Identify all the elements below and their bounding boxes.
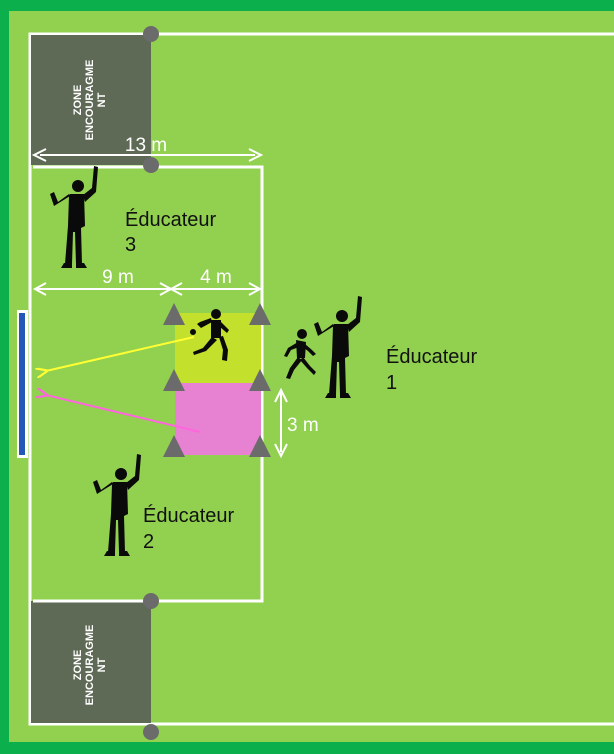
post-dot-icon <box>143 157 159 173</box>
bottom-encouragement-zone <box>31 601 151 723</box>
left-dimension-label: 9 m <box>102 267 134 288</box>
top-encouragement-zone <box>31 35 151 165</box>
post-dot-icon <box>143 26 159 42</box>
right-dimension-arrow-left <box>168 282 183 296</box>
educator-2-number: 2 <box>143 531 154 553</box>
educator-1-number: 1 <box>386 372 397 394</box>
pink-shot-arrow <box>46 395 201 433</box>
post-dot-icon <box>143 724 159 740</box>
yellow-shot-arrow <box>46 336 195 371</box>
educator-3-number: 3 <box>125 234 136 256</box>
top-zone-label: ZONE ENCOURAGME NT <box>72 60 108 141</box>
depth-dimension-arrow-top <box>274 387 288 403</box>
pink-square <box>175 383 261 455</box>
educator-1-name: Éducateur <box>386 345 478 368</box>
post-dot-icon <box>143 593 159 609</box>
goal-net <box>19 313 25 455</box>
top-zone-label-line3: NT <box>96 92 108 107</box>
depth-dimension-label: 3 m <box>287 415 319 436</box>
width-dimension-arrow-left <box>31 148 47 162</box>
top-zone-label-line1: ZONE <box>72 85 84 116</box>
bottom-zone-label: ZONE ENCOURAGME NT <box>72 625 108 706</box>
right-dimension-arrow-right <box>248 282 263 296</box>
bottom-zone-label-line2: ENCOURAGME <box>84 625 96 706</box>
ball-icon <box>190 329 196 335</box>
bottom-zone-label-line3: NT <box>96 657 108 672</box>
educator-2-name: Éducateur <box>143 504 235 527</box>
depth-dimension-arrow-bottom <box>274 443 288 459</box>
top-zone-label-line2: ENCOURAGME <box>84 60 96 141</box>
width-dimension-label: 13 m <box>125 135 167 156</box>
bottom-zone-label-line1: ZONE <box>72 650 84 681</box>
right-dimension-label: 4 m <box>200 267 232 288</box>
width-dimension-arrow-right <box>248 148 264 162</box>
left-dimension-arrow-left <box>32 282 47 296</box>
pitch-touchline <box>28 32 614 726</box>
educator-3-name: Éducateur <box>125 208 217 231</box>
